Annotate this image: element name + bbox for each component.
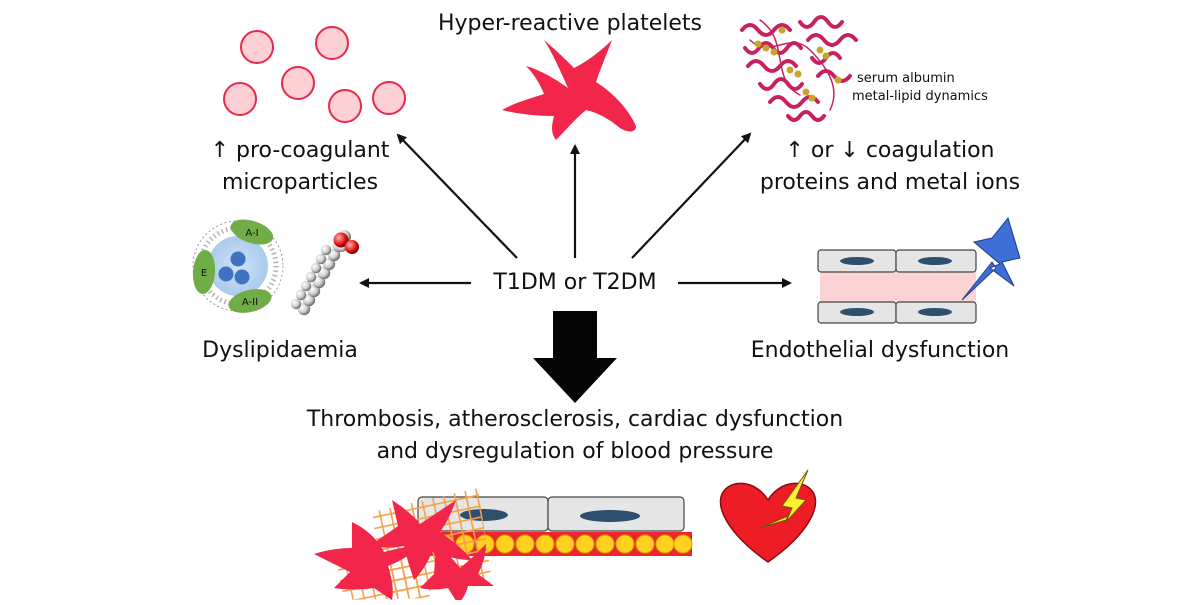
coagulation-label-line1: ↑ or ↓ coagulation [785,138,995,163]
albumin-metal-lipid-sites [754,26,842,102]
platelet-icon [502,40,636,140]
arrows [359,132,792,403]
lightning-icon [961,216,1021,301]
endothelial-label: Endothelial dysfunction [750,338,1010,363]
apo-a2-label: A-II [242,297,258,308]
big-down-arrow [533,311,617,403]
carboxyl-oxygen [333,232,349,248]
dyslipidaemia-label: Dyslipidaemia [202,338,358,363]
albumin-protein-icon [740,15,858,122]
arrow-to-microparticles [396,133,518,259]
platelets-title: Hyper-reactive platelets [437,11,703,36]
arrow-to-coagulation [631,132,752,259]
apo-e [192,250,216,294]
endothelium-vessel-icon [817,249,977,324]
apo-a1-label: A-I [245,228,258,239]
microparticles-label-line1: ↑ pro-coagulant [210,138,390,163]
microparticle [240,30,274,64]
fatty-acid-molecule-icon [290,230,359,316]
heart-icon [719,482,817,563]
albumin-caption-line2: metal-lipid dynamics [852,89,988,104]
outcome-label-line1: Thrombosis, atherosclerosis, cardiac dys… [306,407,844,432]
lipid-core [234,269,250,285]
albumin-caption-line1: serum albumin [857,71,955,86]
center-label: T1DM or T2DM [493,270,657,295]
apo-a1 [230,219,274,245]
lipid-core [230,251,246,267]
lipid-core [218,266,234,282]
microparticle [372,81,406,115]
microparticle [315,26,349,60]
microparticle [223,82,257,116]
apo-a2 [228,289,272,313]
outcome-label-line2: and dysregulation of blood pressure [376,439,774,464]
apo-e-label: E [201,268,207,279]
heart-lightning-icon [759,469,809,529]
coagulation-label-line2: proteins and metal ions [759,170,1021,195]
carboxyl-oxygen [345,240,359,254]
microparticle [328,89,362,123]
microparticles-label-line2: microparticles [221,170,379,195]
lipoprotein-icon: A-I E A-II [192,219,284,313]
thrombus-platelets [314,500,494,604]
microparticles-illustration [223,26,406,123]
microparticle [281,66,315,100]
